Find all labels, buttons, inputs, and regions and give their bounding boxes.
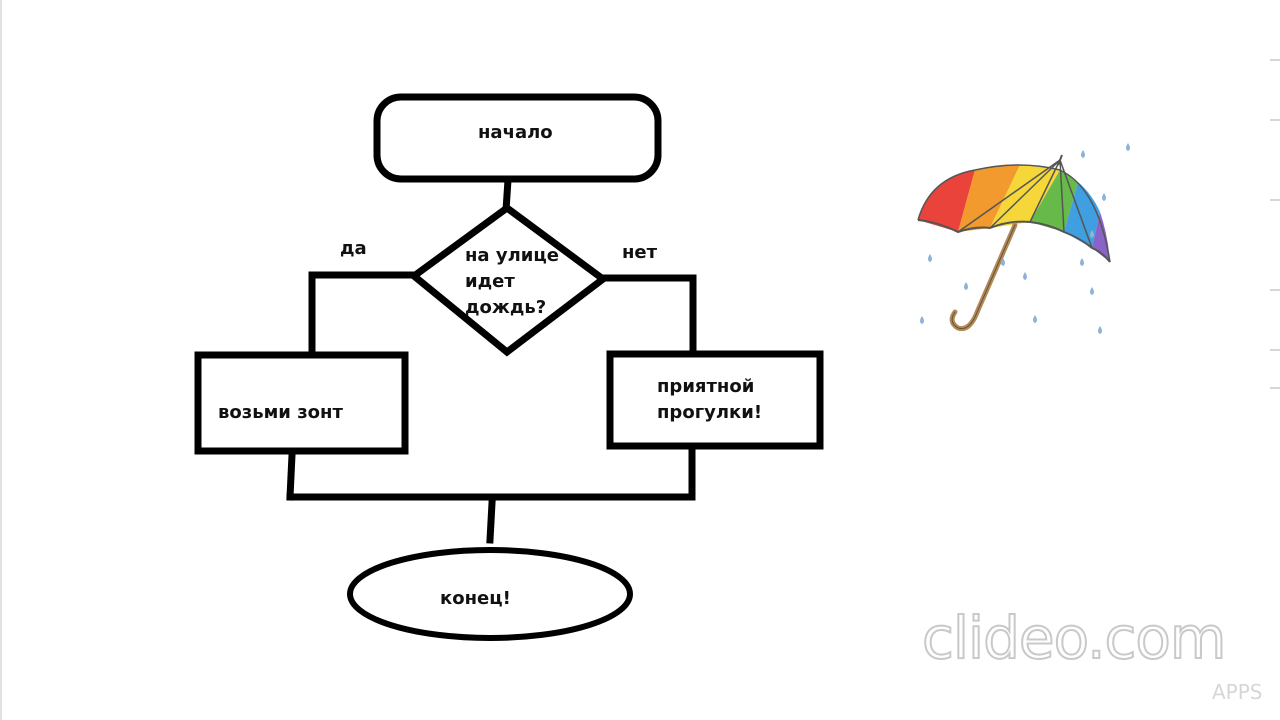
decision-label-line-2: идет [465,271,515,292]
decision-diamond [408,203,609,357]
watermark-sub: APPS [1212,680,1263,704]
no-action-label: приятной прогулки! [657,374,807,426]
decision-label-line-1: на улице [465,245,559,266]
yes-action-box [194,351,409,455]
no-branch-label: нет [622,242,658,263]
start-label: начало [478,122,553,143]
connector-yes-down [286,451,296,501]
no-action-label-line-1: приятной [657,376,755,397]
connector-no-branch [599,274,697,358]
right-edge-ticks [1270,59,1280,389]
yes-branch-label: да [340,238,367,259]
yes-action-label: возьми зонт [218,402,343,423]
end-terminal [347,547,633,641]
raindrops [920,143,1130,334]
end-label: конец! [440,588,511,609]
decision-label: на улице идет дождь? [465,243,575,321]
flow-connectors [286,176,697,544]
decision-label-line-3: дождь? [465,297,547,318]
umbrella-icon [917,154,1111,332]
connector-to-end [486,499,496,544]
no-action-box [606,350,824,450]
start-terminal [373,93,662,183]
watermark-brand: clideo.com [921,603,1227,673]
no-action-label-line-2: прогулки! [657,402,763,423]
connector-yes-branch [308,271,418,359]
